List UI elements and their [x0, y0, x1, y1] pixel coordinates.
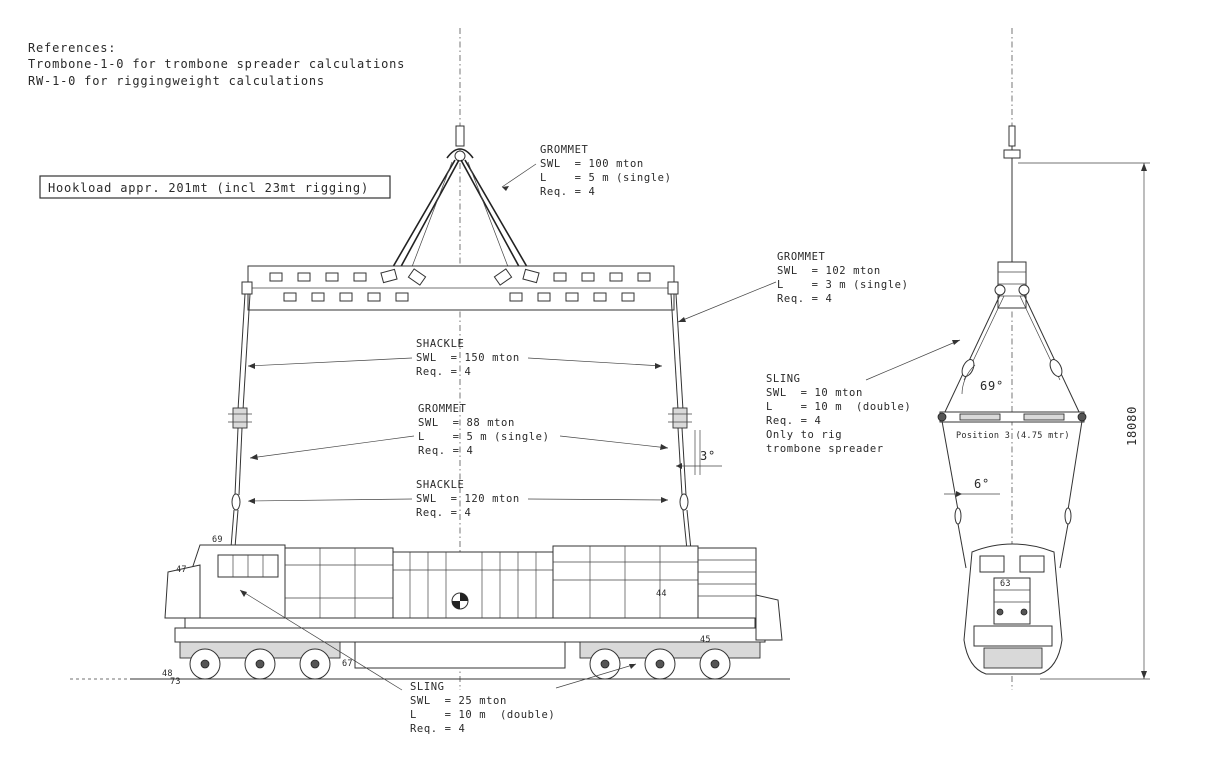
grommet-88-swl: SWL = 88 mton [418, 417, 515, 429]
end-angle-bottom-label: 6° [974, 477, 990, 491]
grommet-right-swl: SWL = 102 mton [777, 265, 881, 277]
references-line-2: RW-1-0 for riggingweight calculations [28, 74, 325, 88]
sling-right-swl: SWL = 10 mton [766, 387, 863, 399]
end-angle-top-label: 69° [980, 379, 1004, 393]
end-view: 69° Position 3 (4.75 mtr) 6° [937, 125, 1150, 680]
loco-mark-48: 48 [162, 669, 173, 679]
sling-right-title: SLING [766, 373, 801, 385]
grommet-top-req: Req. = 4 [540, 186, 595, 198]
sling-right-note-1: Only to rig [766, 429, 842, 441]
left-rigging [228, 293, 252, 561]
sling-bottom-title: SLING [410, 681, 445, 693]
side-view: 69 47 48 73 67 45 44 3° [70, 125, 790, 687]
locomotive-end-profile: 63 [963, 543, 1063, 675]
loco-mark-45: 45 [700, 635, 711, 645]
callout-sling-right: SLING SWL = 10 mton L = 10 m (double) Re… [766, 373, 911, 455]
spreader-beam [241, 265, 679, 311]
grommet-top-title: GROMMET [540, 144, 589, 156]
grommet-88-title: GROMMET [418, 403, 467, 415]
leader-lines [239, 163, 961, 691]
locomotive-side: 69 47 48 73 67 45 44 [70, 535, 790, 687]
height-dimension: 18080 [1018, 162, 1150, 680]
sling-bottom-swl: SWL = 25 mton [410, 695, 507, 707]
grommet-right-length: L = 3 m (single) [777, 279, 909, 291]
end-loco-mark-63: 63 [1000, 579, 1011, 589]
loco-mark-69: 69 [212, 535, 223, 545]
loco-mark-47: 47 [176, 565, 187, 575]
height-dimension-label: 18080 [1125, 406, 1139, 446]
sling-right-req: Req. = 4 [766, 415, 821, 427]
references-block: References: Trombone-1-0 for trombone sp… [28, 41, 405, 88]
side-angle-label: 3° [700, 449, 716, 463]
hookload-text: Hookload appr. 201mt (incl 23mt rigging) [48, 181, 369, 195]
callout-shackle-120: SHACKLE SWL = 120 mton Req. = 4 [416, 479, 520, 519]
references-heading: References: [28, 41, 116, 55]
shackle-150-swl: SWL = 150 mton [416, 352, 520, 364]
sling-right-note-2: trombone spreader [766, 443, 884, 455]
loco-mark-67: 67 [342, 659, 353, 669]
grommet-top-swl: SWL = 100 mton [540, 158, 644, 170]
references-line-1: Trombone-1-0 for trombone spreader calcu… [28, 57, 405, 71]
shackle-150-title: SHACKLE [416, 338, 464, 350]
callout-grommet-top: GROMMET SWL = 100 mton L = 5 m (single) … [540, 144, 672, 198]
sling-bottom-length: L = 10 m (double) [410, 709, 555, 721]
grommet-right-req: Req. = 4 [777, 293, 832, 305]
callout-sling-bottom: SLING SWL = 25 mton L = 10 m (double) Re… [410, 681, 555, 735]
sling-right-length: L = 10 m (double) [766, 401, 911, 413]
side-angle-dimension: 3° [676, 449, 722, 469]
shackle-120-title: SHACKLE [416, 479, 464, 491]
center-of-gravity-symbol [451, 592, 469, 610]
grommet-88-length: L = 5 m (single) [418, 431, 550, 443]
upper-grommets [389, 159, 531, 273]
callout-shackle-150: SHACKLE SWL = 150 mton Req. = 4 [416, 338, 520, 378]
shackle-120-req: Req. = 4 [416, 507, 471, 519]
trombone-spreader [937, 411, 1087, 423]
crane-hook [446, 125, 474, 162]
sling-bottom-req: Req. = 4 [410, 723, 465, 735]
hookload-box: Hookload appr. 201mt (incl 23mt rigging) [39, 175, 391, 199]
shackle-150-req: Req. = 4 [416, 366, 471, 378]
right-rigging [668, 293, 701, 561]
grommet-top-length: L = 5 m (single) [540, 172, 672, 184]
grommet-right-title: GROMMET [777, 251, 826, 263]
grommet-88-req: Req. = 4 [418, 445, 473, 457]
shackle-120-swl: SWL = 120 mton [416, 493, 520, 505]
callout-grommet-right: GROMMET SWL = 102 mton L = 3 m (single) … [777, 251, 909, 305]
loco-mark-73: 73 [170, 677, 181, 687]
callout-grommet-88: GROMMET SWL = 88 mton L = 5 m (single) R… [418, 403, 550, 457]
spreader-holes-bottom [283, 292, 635, 302]
spreader-holes-top [269, 268, 651, 286]
loco-mark-44: 44 [656, 589, 667, 599]
position-label: Position 3 (4.75 mtr) [956, 431, 1070, 441]
